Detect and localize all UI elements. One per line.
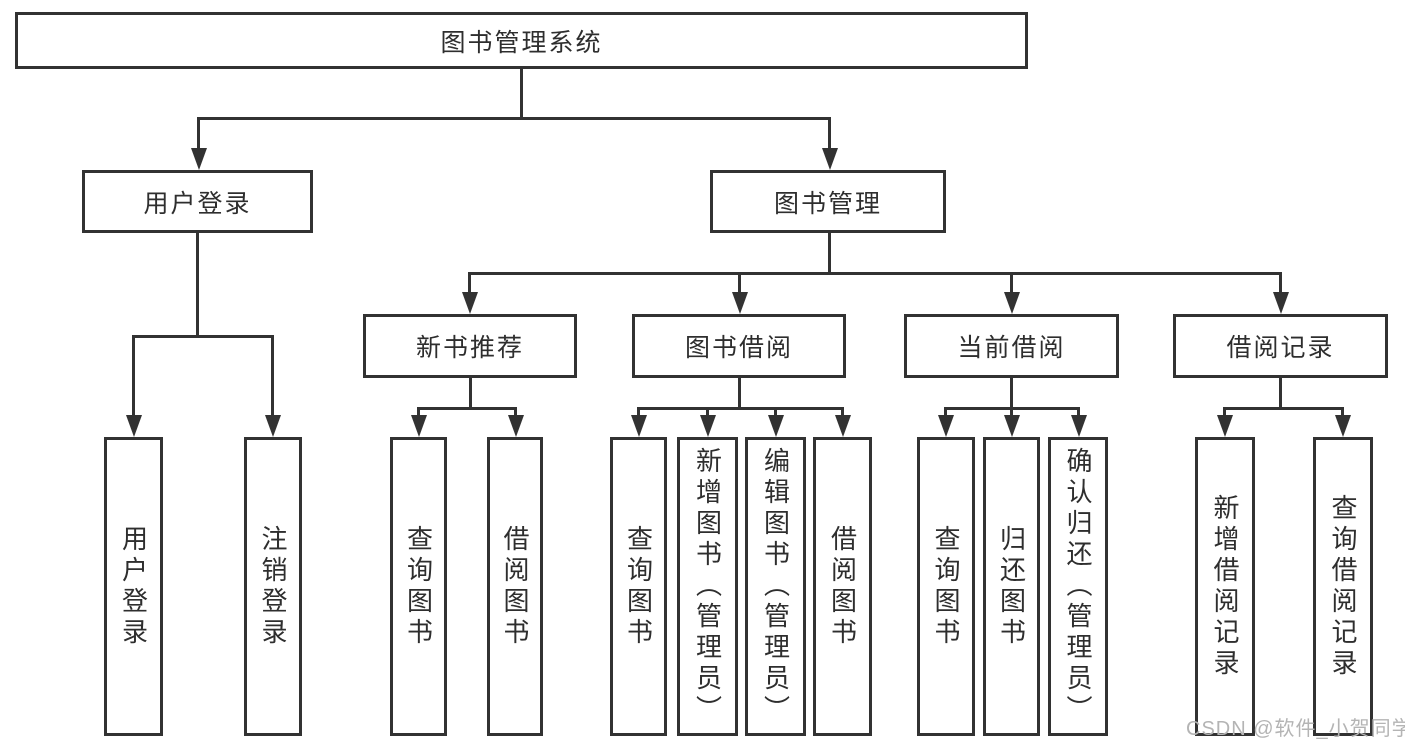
connector-line (774, 407, 777, 417)
node-book-management: 图书管理 (710, 170, 946, 233)
connector-line (1077, 407, 1080, 417)
arrowhead-down-icon (265, 415, 281, 437)
connector-line (1223, 407, 1343, 410)
node-new-book-recommend: 新书推荐 (363, 314, 577, 378)
arrowhead-down-icon (1273, 292, 1289, 314)
arrowhead-down-icon (1004, 292, 1020, 314)
leaf-borrow-books-recommend: 借阅图书 (487, 437, 543, 736)
leaf-query-books-current: 查询图书 (917, 437, 975, 736)
connector-line (417, 407, 420, 417)
csdn-watermark: CSDN @软件_小贺同学 (1186, 718, 1405, 740)
connector-line (1010, 378, 1013, 407)
connector-line (468, 272, 1282, 275)
connector-line (417, 407, 517, 410)
leaf-edit-books-admin: 编辑图书（管理员） (745, 437, 806, 736)
node-borrowing-records: 借阅记录 (1173, 314, 1388, 378)
leaf-query-borrow-record: 查询借阅记录 (1313, 437, 1373, 736)
arrowhead-down-icon (411, 415, 427, 437)
connector-line (1341, 407, 1344, 417)
connector-line (944, 407, 947, 417)
connector-line (706, 407, 709, 417)
arrowhead-down-icon (631, 415, 647, 437)
leaf-borrow-books-borrowing: 借阅图书 (813, 437, 872, 736)
node-current-borrowing: 当前借阅 (904, 314, 1119, 378)
arrowhead-down-icon (835, 415, 851, 437)
leaf-return-books: 归还图书 (983, 437, 1040, 736)
connector-line (738, 272, 741, 293)
connector-line (514, 407, 517, 417)
connector-line (1010, 272, 1013, 293)
connector-line (132, 335, 274, 338)
arrowhead-down-icon (732, 292, 748, 314)
connector-line (1223, 407, 1226, 417)
arrowhead-down-icon (1335, 415, 1351, 437)
connector-line (738, 378, 741, 407)
arrowhead-down-icon (822, 148, 838, 170)
connector-line (197, 117, 200, 150)
connector-line (1279, 378, 1282, 407)
connector-line (637, 407, 844, 410)
arrowhead-down-icon (1004, 415, 1020, 437)
connector-line (469, 378, 472, 407)
arrowhead-down-icon (126, 415, 142, 437)
node-root-library-system: 图书管理系统 (15, 12, 1028, 69)
connector-line (468, 272, 471, 293)
leaf-query-books-borrowing: 查询图书 (610, 437, 667, 736)
leaf-add-books-admin: 新增图书（管理员） (677, 437, 738, 736)
node-user-login: 用户登录 (82, 170, 313, 233)
connector-line (520, 69, 523, 117)
connector-line (841, 407, 844, 417)
arrowhead-down-icon (938, 415, 954, 437)
leaf-user-login: 用户登录 (104, 437, 163, 736)
connector-line (132, 335, 135, 417)
node-book-borrowing: 图书借阅 (632, 314, 846, 378)
connector-line (271, 335, 274, 417)
leaf-logout: 注销登录 (244, 437, 302, 736)
arrowhead-down-icon (700, 415, 716, 437)
connector-line (1279, 272, 1282, 293)
arrowhead-down-icon (508, 415, 524, 437)
connector-line (828, 233, 831, 272)
arrowhead-down-icon (462, 292, 478, 314)
leaf-confirm-return-admin: 确认归还（管理员） (1048, 437, 1108, 736)
arrowhead-down-icon (1071, 415, 1087, 437)
connector-line (198, 117, 831, 120)
connector-line (1010, 407, 1013, 417)
connector-line (828, 117, 831, 150)
connector-line (637, 407, 640, 417)
arrowhead-down-icon (1217, 415, 1233, 437)
leaf-add-borrow-record: 新增借阅记录 (1195, 437, 1255, 736)
arrowhead-down-icon (191, 148, 207, 170)
arrowhead-down-icon (768, 415, 784, 437)
connector-line (196, 233, 199, 335)
leaf-query-books-recommend: 查询图书 (390, 437, 447, 736)
